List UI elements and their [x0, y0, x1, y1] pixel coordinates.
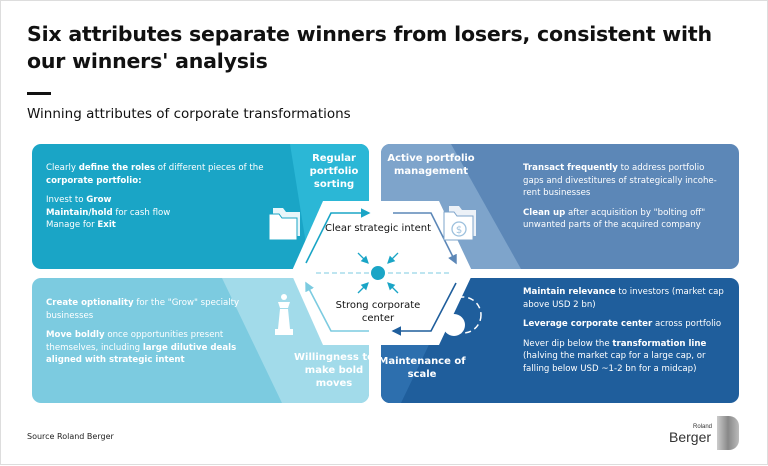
folder-dollar-icon: $ [443, 206, 476, 241]
center-dot [371, 266, 385, 280]
page-title: Six attributes separate winners from los… [27, 22, 712, 73]
tr-label: Active portfolio management [387, 153, 475, 177]
chess-queen-icon [275, 294, 293, 335]
tr-text: Transact frequently to address portfolio… [523, 163, 717, 231]
roland-berger-logo: Roland Berger [663, 415, 743, 451]
br-text: Maintain relevance to investors (market … [523, 287, 724, 374]
subtitle: Winning attributes of corporate transfor… [27, 106, 351, 122]
source-note: Source Roland Berger [27, 432, 114, 441]
folder-icon [268, 208, 300, 241]
scale-circle-icon [443, 296, 482, 336]
center-label-bottom: Strong corporate center [335, 300, 421, 324]
panel-willingness-bold-moves [32, 278, 369, 403]
svg-text:$: $ [456, 225, 462, 236]
br-label: Maintenance of scale [378, 356, 466, 380]
tl-label: Regular portfolio sorting [309, 153, 359, 190]
bl-label: Willingness to make bold moves [294, 352, 374, 389]
bl-text: Create optionality for the "Grow" specia… [46, 298, 240, 366]
center-label-top: Clear strategic intent [324, 223, 432, 234]
tl-text: Clearly define the roles of different pi… [46, 163, 264, 231]
title-divider [27, 92, 51, 95]
